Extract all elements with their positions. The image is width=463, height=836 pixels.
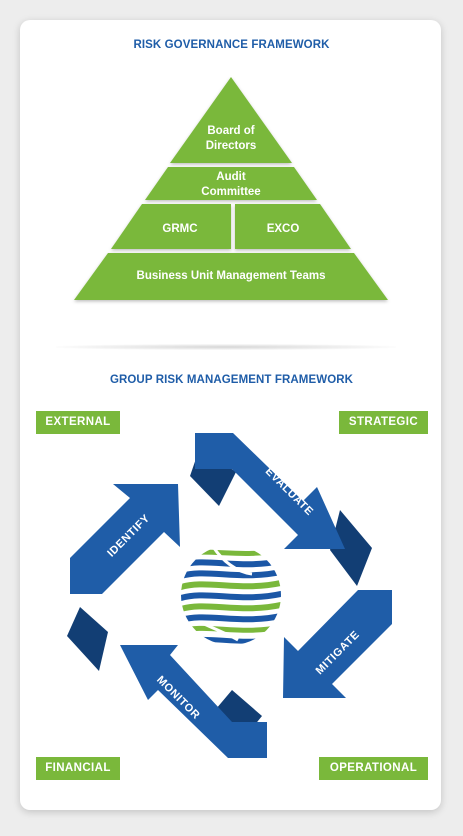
tag-operational: OPERATIONAL (319, 757, 428, 780)
identify-arrow (70, 484, 180, 594)
tier-label-audit-line1: Audit (216, 171, 246, 183)
tag-strategic: STRATEGIC (339, 411, 428, 434)
mitigate-arrow (283, 590, 392, 698)
striped-globe-icon (181, 546, 281, 645)
tier-label-board-line2: Directors (206, 140, 257, 152)
pyramid-tier-board (170, 77, 292, 163)
tag-external: EXTERNAL (36, 411, 120, 434)
governance-title: RISK GOVERNANCE FRAMEWORK (133, 39, 330, 51)
tier-label-exco: EXCO (267, 223, 300, 235)
pyramid-tier-business-units (74, 253, 388, 300)
tier-label-board-line1: Board of (207, 125, 254, 137)
pyramid-tier-exco (235, 204, 351, 249)
tier-label-grmc: GRMC (162, 223, 197, 235)
tag-financial: FINANCIAL (36, 757, 120, 780)
evaluate-arrow (195, 433, 345, 549)
pyramid-tier-grmc (111, 204, 231, 249)
risk-management-title: GROUP RISK MANAGEMENT FRAMEWORK (109, 374, 354, 386)
tier-label-business-units: Business Unit Management Teams (137, 270, 326, 282)
section-divider (56, 344, 396, 350)
pyramid-tier-audit (145, 167, 317, 200)
tier-label-audit-line2: Committee (201, 186, 260, 198)
monitor-arrow (120, 645, 267, 758)
